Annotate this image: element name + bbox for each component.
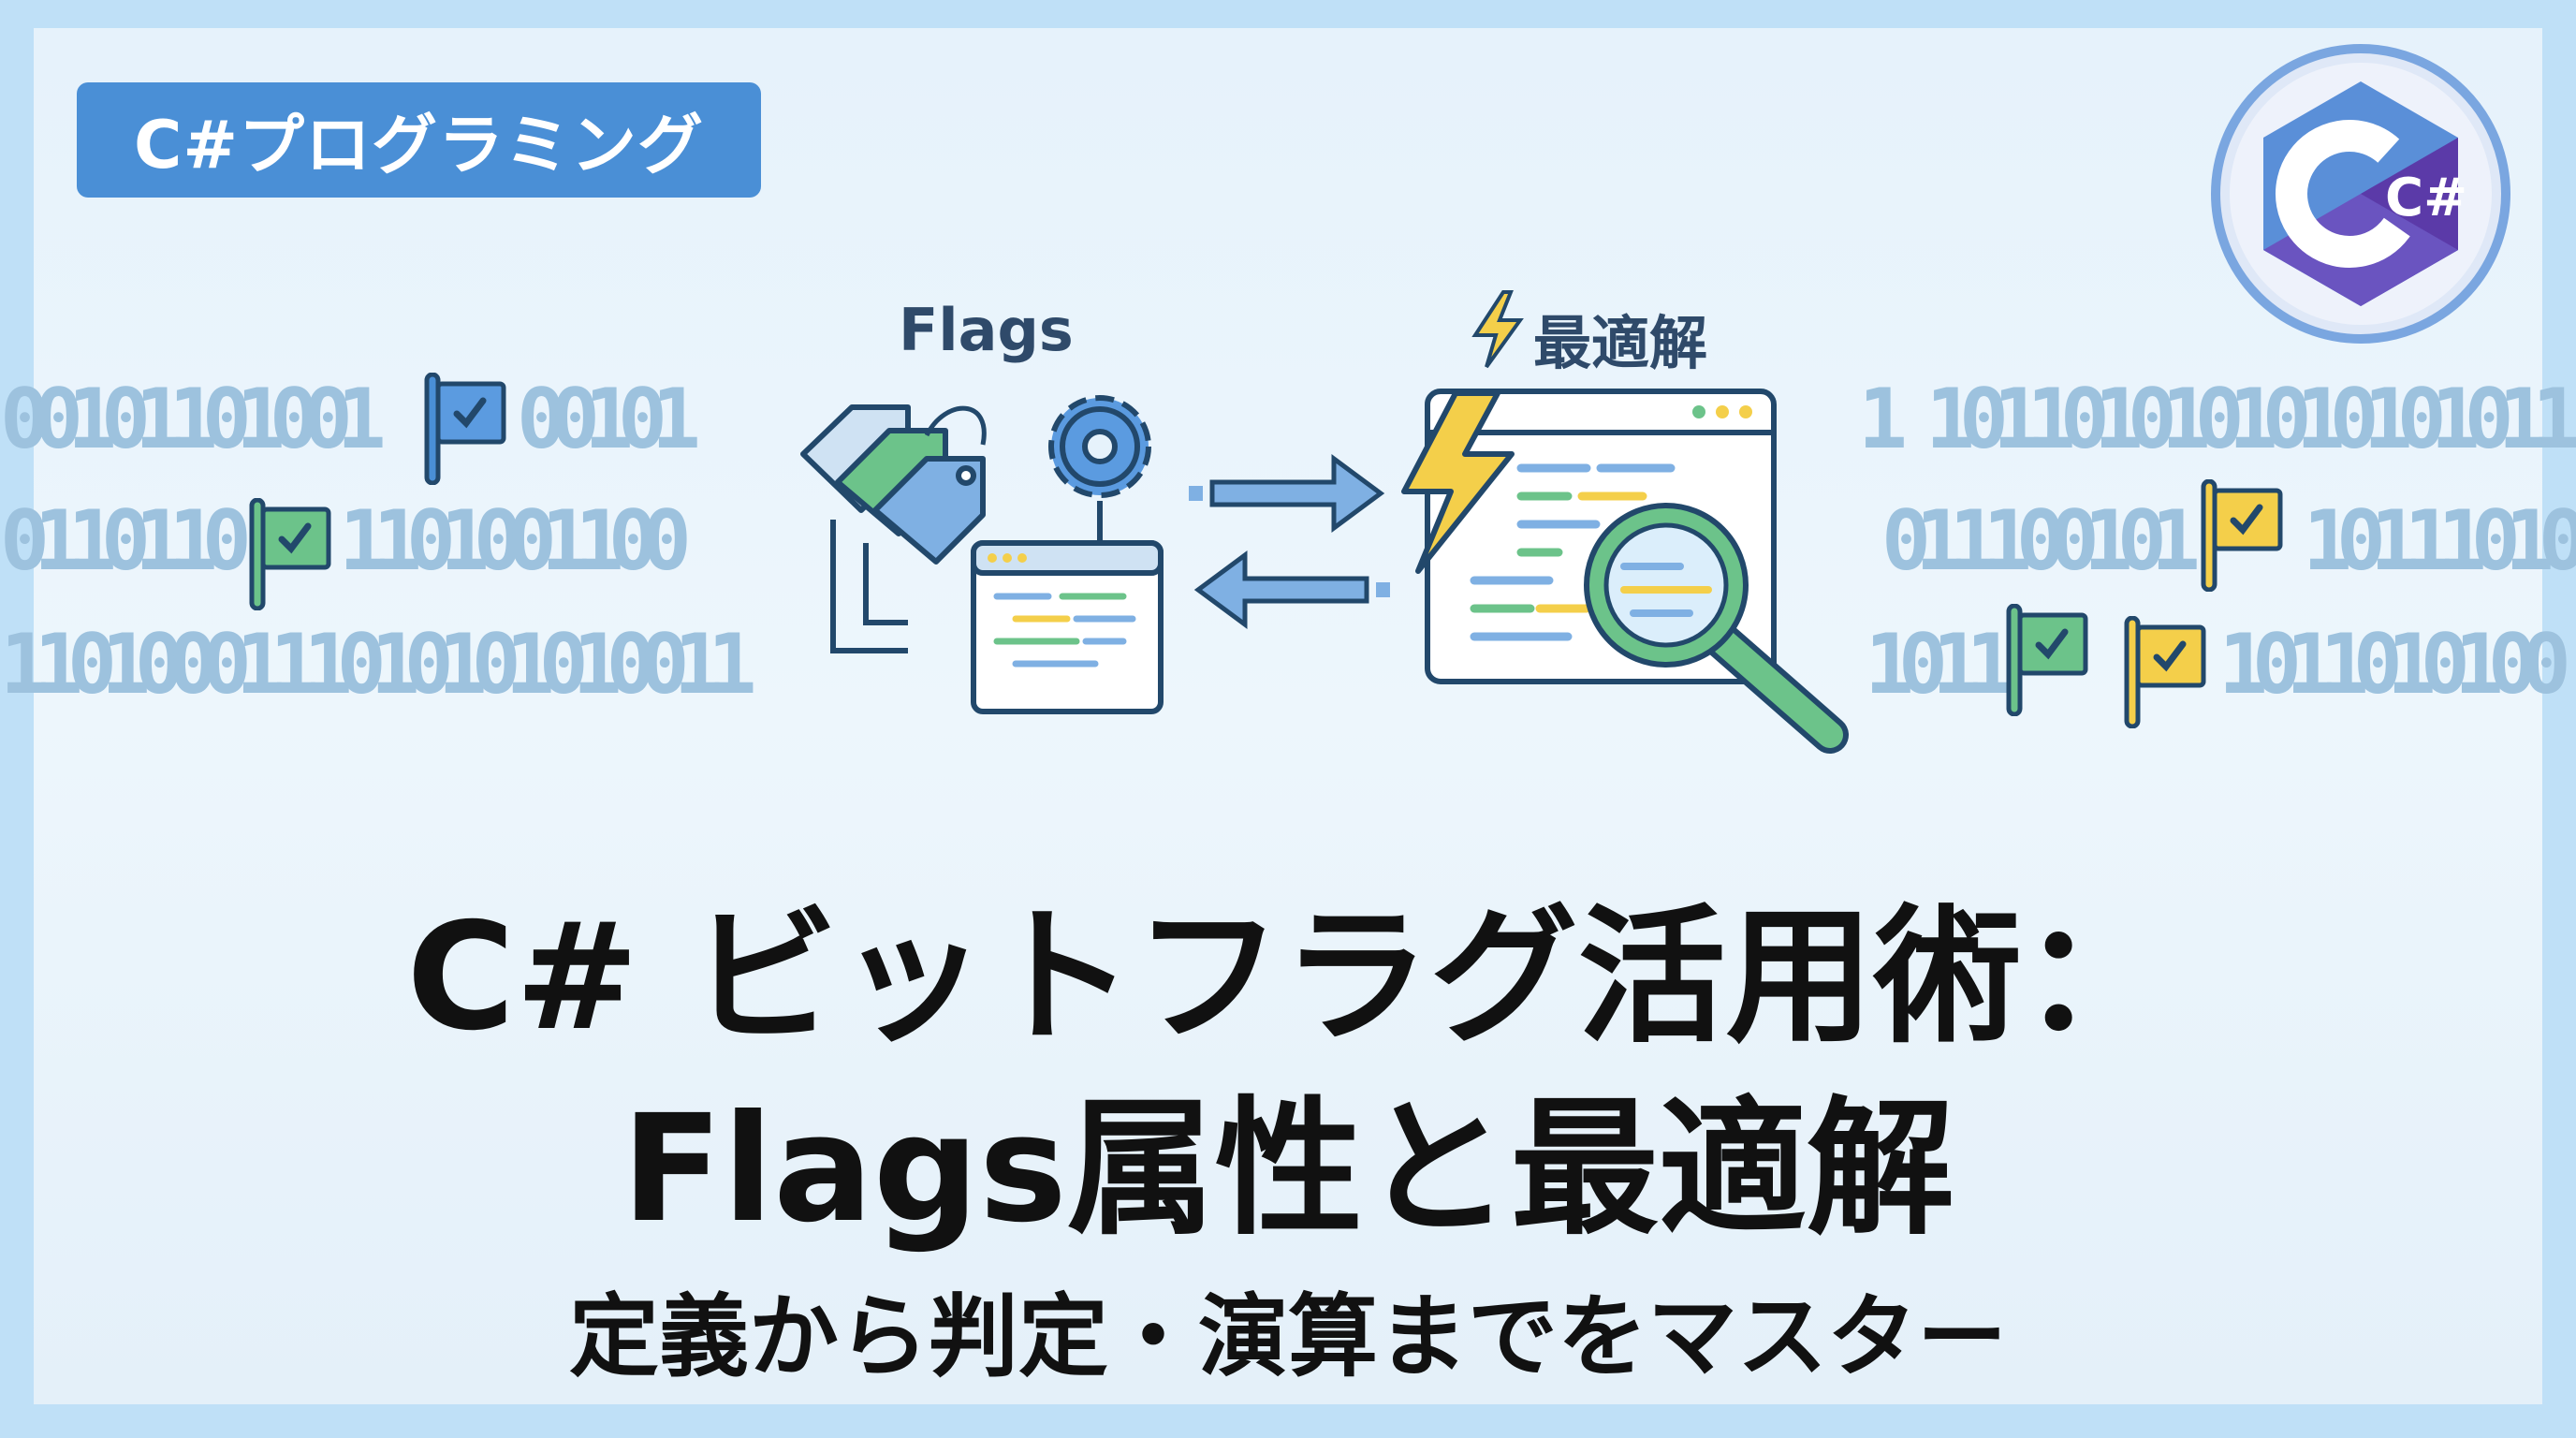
binary-text: 0110110 <box>0 492 252 589</box>
main-title-line2: Flags属性と最適解 <box>622 1083 1954 1255</box>
binary-text: 011100101 <box>1881 492 2201 589</box>
flag-icon-yellow <box>2201 479 2283 592</box>
optimal-label: 最適解 <box>1533 309 1708 377</box>
lightning-icon <box>1471 290 1524 369</box>
arrow-right-icon <box>1189 454 1385 533</box>
binary-text: 1101001100 <box>339 492 692 589</box>
category-badge: C#プログラミング <box>77 82 761 198</box>
gear-icon <box>1048 395 1151 498</box>
lightning-icon <box>1401 390 1515 574</box>
optimal-illustration <box>1401 389 1849 754</box>
binary-text: 1101000111010101010011 <box>0 616 757 712</box>
binary-text: 00101 <box>517 371 701 467</box>
flags-label: Flags <box>899 296 1074 364</box>
magnifier-icon <box>1584 503 1849 754</box>
flag-icon-green <box>2006 604 2088 716</box>
binary-text: 1011010100 <box>2218 616 2571 712</box>
background <box>34 28 2542 1404</box>
flag-icon-green <box>249 498 331 610</box>
tag-icon <box>800 404 986 565</box>
exchange-arrows <box>1189 454 1390 629</box>
flag-icon-blue <box>424 373 506 485</box>
binary-text: 1011 <box>1865 616 2015 712</box>
code-window-icon <box>971 540 1164 714</box>
csharp-logo: C# <box>2211 44 2510 344</box>
category-badge-label: C#プログラミング <box>133 107 705 183</box>
binary-text: 10111010 <box>2303 492 2576 589</box>
binary-text: 1 1011010101010101011 <box>1858 371 2576 467</box>
main-title-line1: C# ビットフラグ活用術： <box>406 891 2170 1064</box>
binary-text: 00101101001 <box>0 371 387 467</box>
flags-illustration <box>800 395 1164 714</box>
logo-text: C# <box>2385 168 2467 228</box>
arrow-left-icon <box>1193 550 1390 629</box>
subtitle: 定義から判定・演算までをマスター <box>569 1284 2007 1389</box>
flag-icon-yellow <box>2124 616 2206 728</box>
